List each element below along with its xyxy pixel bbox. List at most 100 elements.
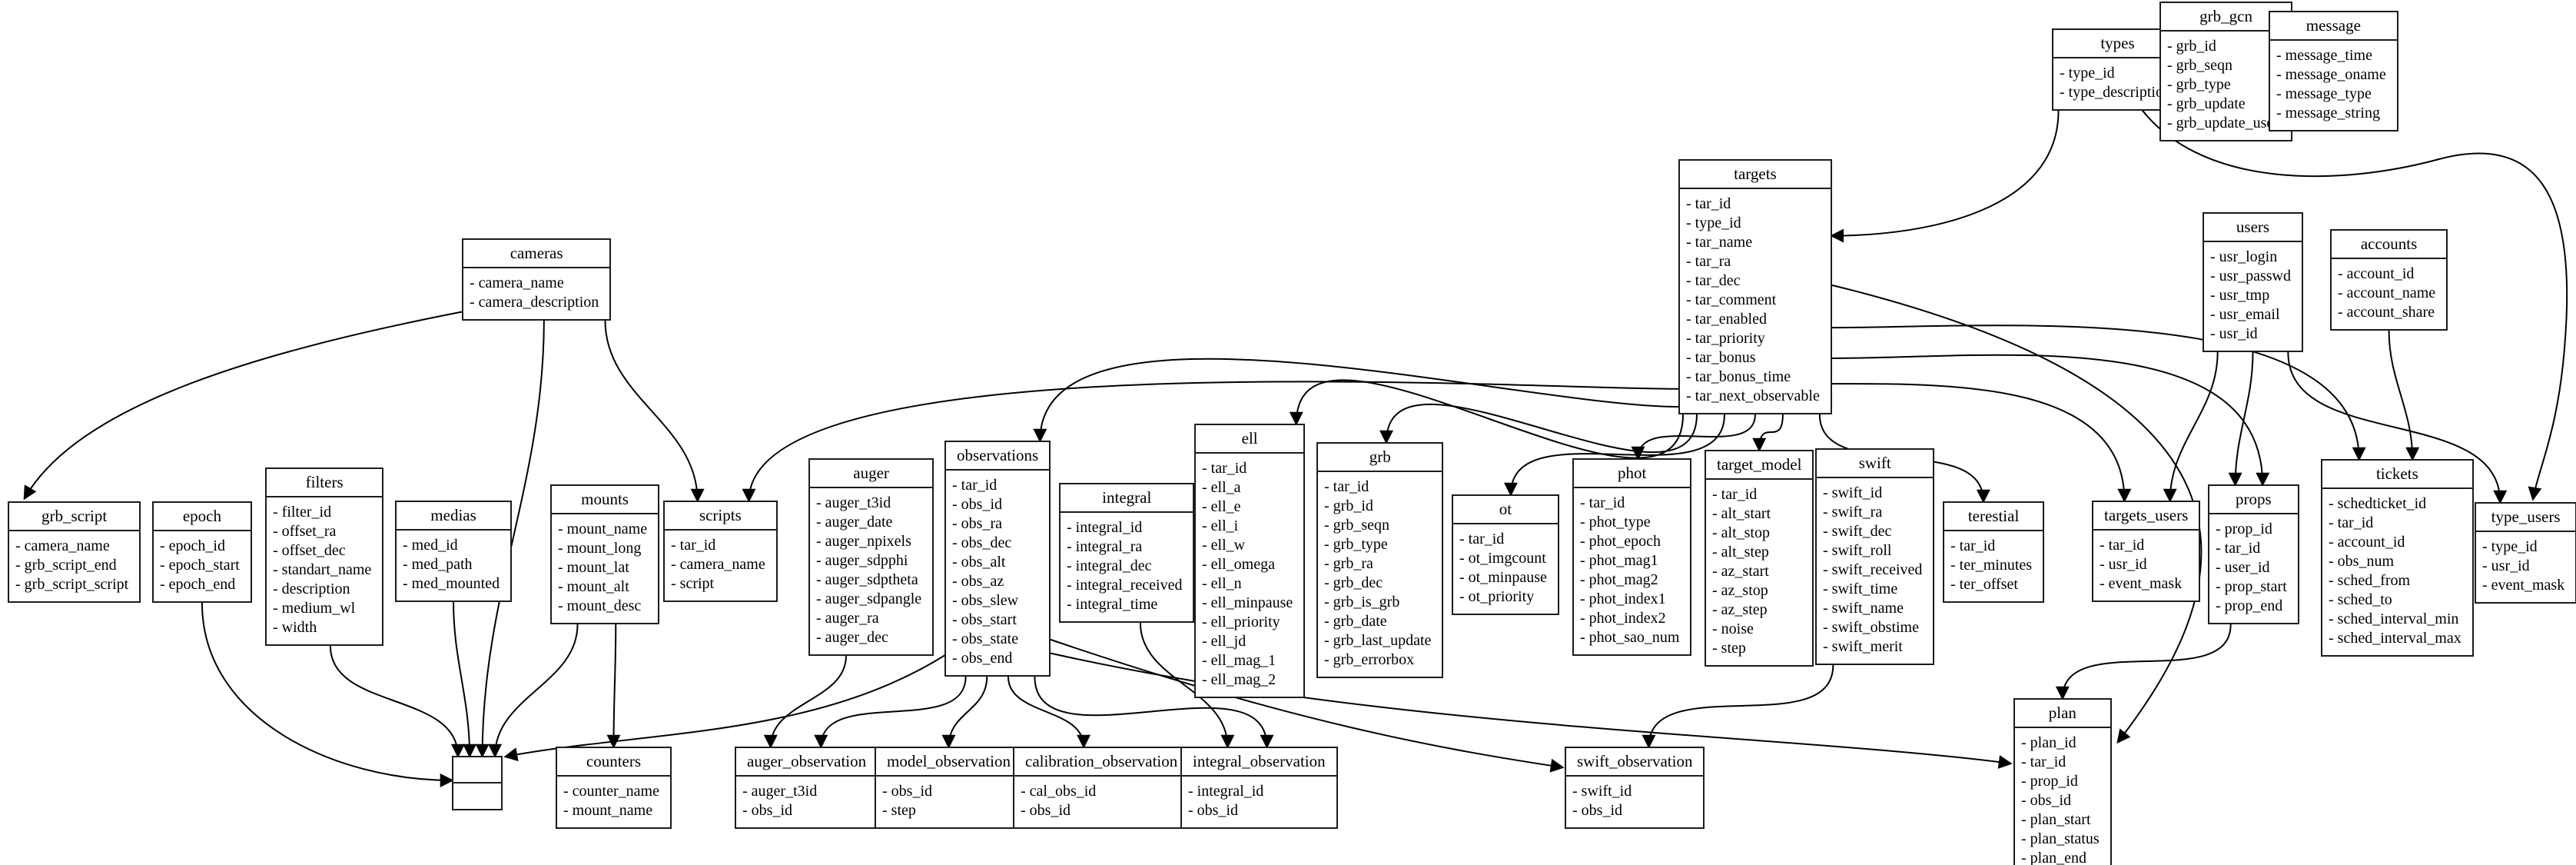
field-row: - ell_i [1202,517,1239,534]
table-targets_users: targets_users- tar_id- usr_id- event_mas… [2092,501,2201,602]
table-fields: - prop_id- tar_id- user_id- prop_start- … [2209,514,2298,623]
field-row: - noise [1712,620,1754,637]
table-title: phot [1574,460,1691,488]
table-images [452,756,503,810]
table-title: target_model [1706,451,1813,480]
edge-medias-to-images [453,601,477,758]
field-row: - phot_index2 [1580,610,1666,627]
field-row: - account_id [2338,265,2415,282]
table-title: props [2209,486,2298,514]
field-row: - mount_name [563,802,653,819]
field-row: - swift_ra [1823,504,1883,521]
field-row: - alt_stop [1712,524,1770,541]
field-row: - phot_index1 [1580,591,1666,607]
field-row: - phot_mag1 [1580,552,1658,569]
table-fields: - auger_t3id- auger_date- auger_npixels-… [810,488,932,654]
field-row: - usr_passwd [2210,268,2291,284]
field-row: - account_share [2338,304,2435,321]
field-row: - ell_mag_1 [1202,652,1276,669]
table-title: accounts [2332,231,2447,259]
edge-observations-to-images [503,653,948,762]
table-title: mounts [552,486,659,514]
field-row: - user_id [2216,559,2270,576]
table-fields: - mount_name- mount_long- mount_lat- mou… [552,514,658,623]
table-swift: swift- swift_id- swift_ra- swift_dec- sw… [1815,448,1935,665]
field-row: - prop_end [2216,597,2283,614]
table-swift_observation: swift_observation- swift_id- obs_id [1565,747,1705,829]
field-row: - event_mask [2482,577,2565,594]
field-row: - account_id [2329,534,2405,551]
table-fields: - camera_name- grb_script_end- grb_scrip… [9,531,139,601]
field-row: - tar_id [2216,540,2261,557]
field-row: - auger_sdpphi [816,552,908,569]
table-fields: - tar_id- ter_minutes- ter_offset [1944,531,2043,601]
field-row: - integral_dec [1067,557,1152,574]
edge-targets-to-ell [1289,379,1684,459]
table-fields: - message_time- message_oname- message_t… [2270,41,2397,130]
field-row: - tar_id [2100,537,2145,554]
table-fields: - integral_id- obs_id [1182,777,1336,827]
edge-epoch-to-images [201,602,454,787]
field-row: - grb_errorbox [1324,651,1415,668]
field-row: - plan_status [2021,830,2100,847]
table-title: integral [1061,484,1193,513]
field-row: - ell_omega [1202,556,1275,573]
edge-targets-to-props [1831,354,2270,487]
field-row: - obs_start [952,611,1017,628]
field-row: - prop_id [2216,521,2272,537]
field-row: - event_mask [2100,575,2183,592]
edge-types-to-targets [1830,110,2060,243]
edge-users-to-props [2228,351,2254,487]
field-row: - obs_ra [952,515,1002,532]
field-row: - plan_end [2021,850,2086,865]
field-row: - swift_dec [1823,523,1892,540]
table-title: cameras [463,240,610,268]
edge-observations-to-integral_observation [1034,676,1274,749]
field-row: - obs_id [1572,802,1622,819]
field-row: - mount_name [558,521,648,537]
table-title: type_users [2476,504,2576,532]
field-row: - usr_email [2210,306,2280,323]
table-title: model_observation [876,748,1021,777]
table-ot: ot- tar_id- ot_imgcount- ot_minpause- ot… [1452,494,1559,615]
table-title: observations [946,442,1050,471]
table-fields: - tar_id- phot_type- phot_epoch- phot_ma… [1574,488,1690,654]
table-title: counters [557,748,670,777]
field-row: - description [273,581,350,597]
table-fields: - tar_id- grb_id- grb_seqn- grb_type- gr… [1318,472,1442,677]
table-medias: medias- med_id- med_path- med_mounted [395,501,513,602]
field-row: - auger_sdpangle [816,591,922,607]
field-row: - swift_name [1823,600,1904,617]
field-row: - message_type [2276,85,2372,102]
table-plan: plan- plan_id- tar_id- prop_id- obs_id- … [2013,698,2112,865]
field-row: - grb_ra [1324,555,1373,572]
field-row: - step [1712,640,1746,657]
table-fields: - tar_id- ot_imgcount- ot_minpause- ot_p… [1453,524,1558,614]
table-title: swift_observation [1566,748,1704,777]
field-row: - epoch_start [160,557,240,574]
edge-filters-to-images [329,645,465,758]
field-row: - tar_dec [1686,272,1741,289]
field-row: - grb_seqn [1324,517,1389,534]
field-row: - swift_roll [1823,542,1892,559]
edge-observations-to-model_observation [941,676,988,749]
field-row: - tar_id [952,477,998,494]
field-row: - grb_dec [1324,574,1383,591]
field-row: - filter_id [273,504,332,521]
field-row: - mount_lat [558,559,629,576]
table-title: calibration_observation [1014,748,1189,777]
field-row: - swift_time [1823,581,1898,597]
field-row: - tar_id [2329,514,2374,531]
edge-targets-to-ot [1503,414,1725,497]
field-row: - usr_login [2210,248,2278,265]
field-row: - auger_sdptheta [816,571,918,588]
field-row: - ot_minpause [1459,569,1547,586]
table-type_users: type_users- type_id- usr_id- event_mask [2475,502,2576,604]
table-fields: - tar_id- obs_id- obs_ra- obs_dec- obs_a… [946,471,1049,675]
field-row: - epoch_id [160,537,225,554]
edge-types-to-type_users [2136,101,2568,501]
table-fields: - tar_id- type_id- tar_name- tar_ra- tar… [1680,189,1831,413]
table-fields: - tar_id- alt_start- alt_stop- alt_step-… [1706,480,1812,665]
table-props: props- prop_id- tar_id- user_id- prop_st… [2208,484,2299,624]
field-row: - az_stop [1712,582,1768,599]
